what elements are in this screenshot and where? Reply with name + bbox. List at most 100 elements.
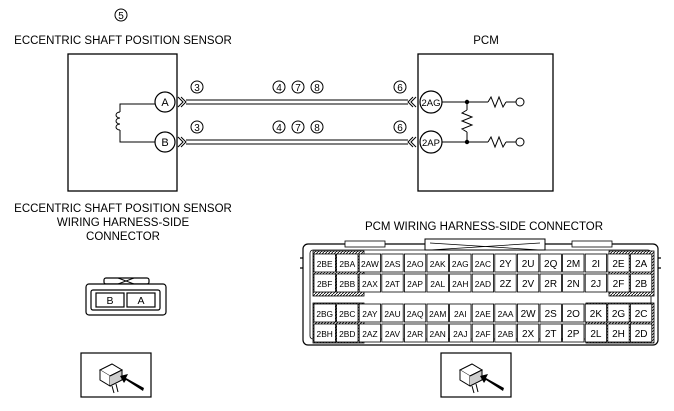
pcm-pin-cell [313, 273, 336, 293]
svg-text:8: 8 [314, 83, 320, 94]
sensor-pin-a: A [154, 91, 176, 113]
pcm-pin-label: 2I [592, 259, 600, 270]
pcm-pin-cell [449, 273, 472, 293]
pcm-pin-label: 2AB [498, 329, 514, 339]
pcm-pin-label: 2Q [544, 259, 558, 270]
callout-pcm-side-a: 6 [393, 80, 407, 94]
pcm-pin-label: 2L [590, 329, 602, 340]
pcm-pin-label: 2BB [339, 279, 355, 289]
pcm-pin-label: 2AF [475, 329, 490, 339]
pcm-pin-label: 2BE [317, 259, 333, 269]
pcm-pin-cell [517, 303, 540, 323]
pcm-pin-cell [517, 323, 540, 343]
pcm-pin-label: 2AE [475, 309, 491, 319]
svg-text:5: 5 [118, 11, 124, 22]
pcm-pin-cell [471, 273, 495, 293]
pcm-pin-cell [403, 323, 427, 343]
pcm-pin-cell [539, 303, 562, 323]
pcm-pin-label: 2BF [317, 279, 332, 289]
pcm-pin-label: 2AA [498, 309, 514, 319]
pcm-pin-label: 2AH [452, 279, 468, 289]
pcm-pin-label: 2AV [385, 329, 401, 339]
pcm-pin-label: 2M [566, 259, 580, 270]
pcm-pin-label: 2AW [361, 259, 379, 269]
pcm-pin-label: 2AC [475, 259, 491, 269]
pcm-pin-cell [607, 303, 630, 323]
pcm-pin-label: 2W [521, 309, 537, 320]
pcm-pin-cell [403, 303, 427, 323]
pcm-pin-cell [494, 273, 517, 293]
pcm-pin-label: 2N [567, 279, 580, 290]
pcm-pin-cell [562, 323, 585, 343]
pcm-pin-label: 2AM [429, 309, 446, 319]
sensor-callout: 5 [114, 8, 128, 22]
pcm-pin-label: 2BD [339, 329, 355, 339]
pcm-pin-label: 2AY [362, 309, 378, 319]
pcm-pin-label: 2S [545, 309, 558, 320]
pcm-pin-label: 2AL [430, 279, 445, 289]
pcm-pin-label: 2X [522, 329, 535, 340]
pcm-pin-cell [539, 323, 562, 343]
svg-text:8: 8 [314, 123, 320, 134]
sensor-harness-connector [85, 277, 167, 316]
pcm-pin-label: 2BA [339, 259, 355, 269]
pcm-pin-cell [584, 323, 608, 343]
wire-a [186, 99, 408, 105]
pcm-pin-label: 2AT [385, 279, 400, 289]
pcm-pin-cell [426, 253, 449, 273]
sensor-harness-title-line3: CONNECTOR [86, 231, 160, 243]
pcm-connector-chevron [407, 96, 417, 148]
pcm-pin-label: 2E [612, 259, 625, 270]
sensor-pin-b: B [154, 131, 176, 153]
svg-text:6: 6 [397, 83, 403, 94]
pcm-pin-cell [426, 273, 449, 293]
callout-mid-b: 4 7 8 [272, 120, 324, 134]
pcm-pin-cell [449, 323, 472, 343]
pcm-pin-label: 2AQ [407, 309, 424, 319]
pcm-pin-cell [449, 303, 472, 323]
pcm-pin-label: 2AG [452, 259, 469, 269]
pcm-pin-cell [584, 273, 608, 293]
sensor-connector-pin-a: A [137, 295, 144, 307]
pcm-pin-cell [381, 303, 404, 323]
pcm-pin-cell [336, 273, 359, 293]
svg-text:A: A [161, 97, 169, 109]
pcm-pin-cell [381, 323, 404, 343]
pcm-pin-label: 2F [613, 279, 625, 290]
pcm-pin-cell [313, 303, 336, 323]
sensor-harness-title-line1: ECCENTRIC SHAFT POSITION SENSOR [14, 203, 232, 215]
pcm-pin-label: 2T [545, 329, 557, 340]
pcm-pin-cell [584, 253, 608, 273]
pcm-pin-label: 2H [612, 329, 625, 340]
sensor-probe-inset [80, 352, 152, 398]
pcm-pin-label: 2AR [407, 329, 423, 339]
pcm-pin-cell [403, 273, 427, 293]
pcm-pin-2ap: 2AP [419, 130, 443, 154]
sensor-connector-chevron [177, 96, 187, 148]
pcm-pin-cell [494, 253, 517, 273]
pcm-pin-label: 2B [635, 279, 648, 290]
svg-text:7: 7 [295, 83, 301, 94]
pcm-pin-label: 2AD [475, 279, 491, 289]
pcm-pin-label: 2Z [500, 279, 512, 290]
pcm-pin-label: 2C [635, 309, 648, 320]
svg-text:B: B [161, 137, 168, 149]
pcm-pin-cell [562, 273, 585, 293]
pcm-pin-label: 2BH [317, 329, 333, 339]
pcm-pin-cell [630, 253, 653, 273]
callout-sensor-side-b: 3 [190, 120, 204, 134]
pcm-pin-label: 2AU [384, 309, 400, 319]
pcm-probe-inset [440, 352, 512, 398]
pcm-pin-label: 2A [635, 259, 648, 270]
sensor-coil [115, 103, 155, 143]
pcm-pin-cell [517, 273, 540, 293]
pcm-pin-label: 2AX [362, 279, 378, 289]
pcm-pin-label: 2U [522, 259, 535, 270]
pcm-pin-cell [607, 273, 630, 293]
pcm-harness-title: PCM WIRING HARNESS-SIDE CONNECTOR [365, 221, 603, 233]
pcm-pin-cell [471, 323, 495, 343]
pcm-pin-cell [539, 253, 562, 273]
pcm-pin-label: 2AP [407, 279, 423, 289]
pcm-pin-cell [539, 273, 562, 293]
